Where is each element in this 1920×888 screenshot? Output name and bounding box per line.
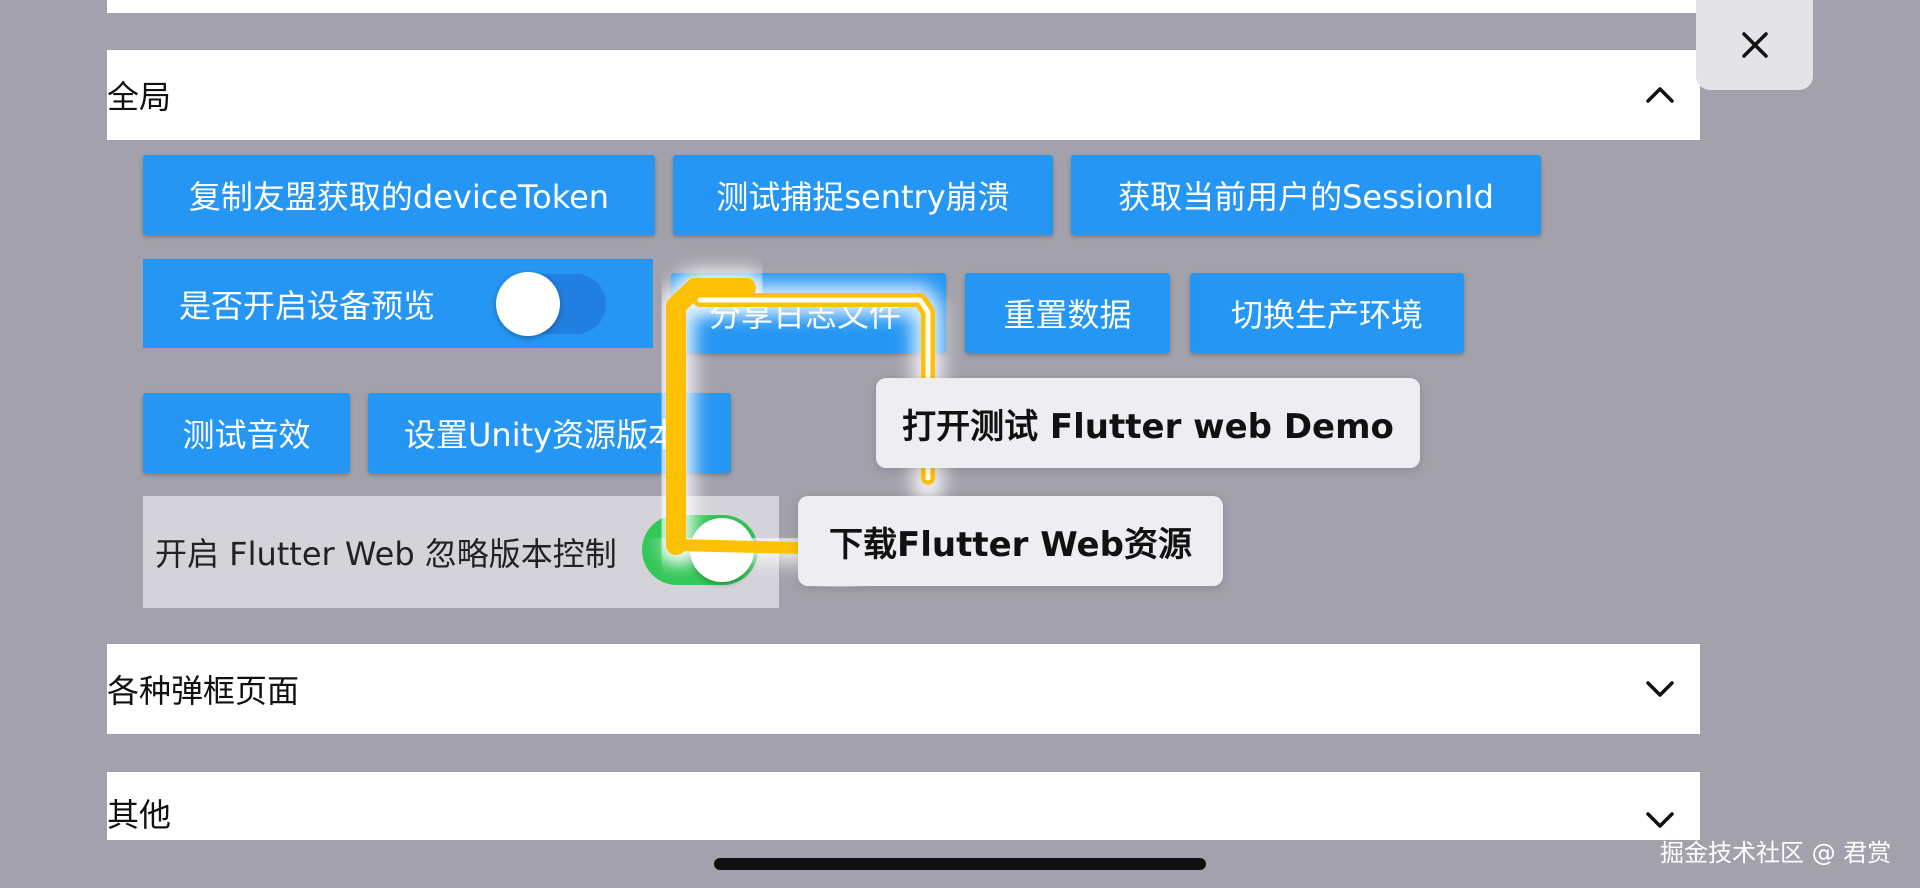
test-sentry-button[interactable]: 测试捕捉sentry崩溃 xyxy=(673,155,1053,235)
section-header-other[interactable]: 其他 xyxy=(107,772,1700,840)
watermark: 掘金技术社区 @ 君赏 xyxy=(1660,839,1892,867)
chevron-up-icon[interactable] xyxy=(1620,50,1700,140)
reset-data-button[interactable]: 重置数据 xyxy=(965,273,1170,353)
share-log-button[interactable]: 分享日志文件 xyxy=(671,273,946,353)
close-button[interactable] xyxy=(1696,0,1813,90)
section-title-dialogs: 各种弹框页面 xyxy=(107,672,300,710)
chevron-down-icon[interactable] xyxy=(1620,644,1700,734)
ignore-version-switch-knob xyxy=(690,518,754,582)
home-indicator[interactable] xyxy=(714,858,1206,870)
open-flutter-demo-tooltip[interactable]: 打开测试 Flutter web Demo xyxy=(876,378,1420,468)
set-unity-version-button[interactable]: 设置Unity资源版本 xyxy=(368,393,731,473)
section-header-global[interactable]: 全局 xyxy=(107,50,1700,140)
chevron-down-icon[interactable] xyxy=(1620,772,1700,840)
section-header-dialogs[interactable]: 各种弹框页面 xyxy=(107,644,1700,734)
section-title-global: 全局 xyxy=(107,78,172,116)
download-flutter-web-tooltip[interactable]: 下载Flutter Web资源 xyxy=(798,496,1223,586)
get-session-id-button[interactable]: 获取当前用户的SessionId xyxy=(1071,155,1541,235)
copy-device-token-button[interactable]: 复制友盟获取的deviceToken xyxy=(143,155,655,235)
switch-env-button[interactable]: 切换生产环境 xyxy=(1190,273,1464,353)
previous-section-strip xyxy=(107,0,1700,13)
device-preview-switch-knob xyxy=(496,272,560,336)
device-preview-label: 是否开启设备预览 xyxy=(179,286,436,325)
close-icon xyxy=(1741,32,1768,58)
ignore-version-label: 开启 Flutter Web 忽略版本控制 xyxy=(155,535,617,573)
section-title-other: 其他 xyxy=(107,796,172,834)
test-sound-button[interactable]: 测试音效 xyxy=(143,393,350,473)
